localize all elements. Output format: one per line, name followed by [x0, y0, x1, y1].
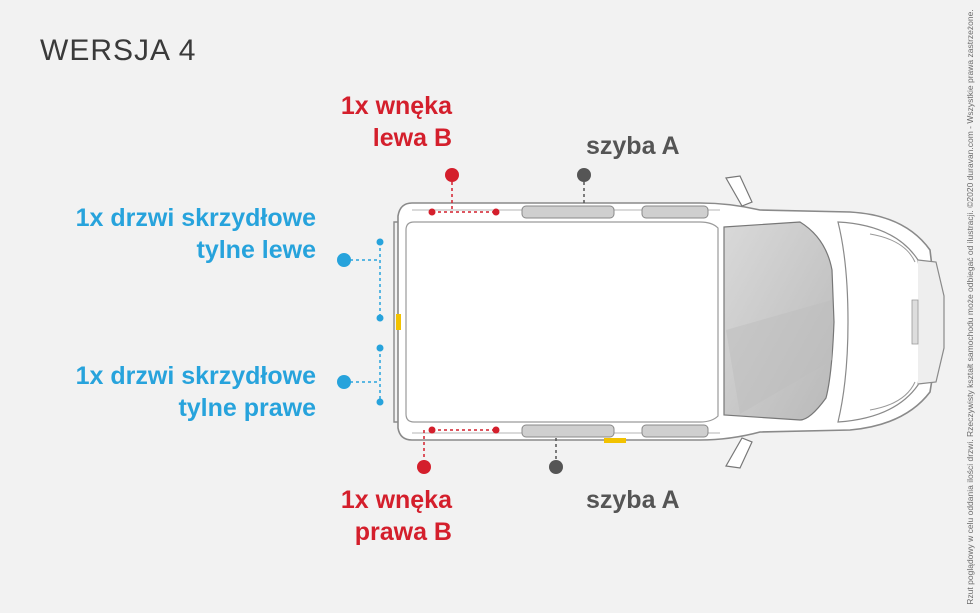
rear-handle: [396, 314, 401, 330]
mirror-right: [725, 437, 753, 469]
label-drzwi-prawe-line1: 1x drzwi skrzydłowe: [75, 362, 316, 390]
copyright-text: Rzut poglądowy w celu oddania ilości drz…: [965, 8, 975, 605]
roof-edge: [405, 221, 719, 423]
window-left-front: [641, 205, 709, 219]
label-drzwi-lewe-line1: 1x drzwi skrzydłowe: [75, 204, 316, 232]
label-drzwi-lewe-line2: tylne lewe: [196, 236, 317, 264]
label-szyba-bottom: szyba A: [586, 486, 680, 514]
marker-szyba-bottom: [549, 438, 563, 474]
label-drzwi-prawe: 1x drzwi skrzydłowe tylne prawe: [40, 360, 316, 424]
hood: [837, 221, 925, 423]
label-wneka-lewa-line1: 1x wnęka: [340, 92, 452, 120]
window-right-front: [641, 424, 709, 438]
window-left-rear: [521, 205, 615, 219]
mirror-left: [725, 175, 753, 207]
rear-bumper: [393, 221, 398, 423]
label-wneka-prawa-line2: prawa B: [354, 518, 452, 546]
label-wneka-lewa-line2: lewa B: [372, 124, 452, 152]
label-szyba-top: szyba A: [586, 132, 680, 160]
page-title: WERSJA 4: [40, 34, 197, 67]
label-wneka-prawa: 1x wnęka prawa B: [300, 484, 452, 548]
marker-szyba-top: [577, 168, 591, 205]
marker-wneka-prawa: [417, 426, 500, 474]
label-drzwi-lewe: 1x drzwi skrzydłowe tylne lewe: [40, 202, 316, 266]
side-handle: [604, 438, 626, 443]
label-wneka-lewa: 1x wnęka lewa B: [300, 90, 452, 154]
label-wneka-prawa-line1: 1x wnęka: [340, 486, 452, 514]
marker-drzwi-prawe: [337, 344, 384, 406]
marker-drzwi-lewe: [337, 238, 384, 322]
copyright-note: Rzut poglądowy w celu oddania ilości drz…: [962, 0, 978, 613]
window-right-rear: [521, 424, 615, 438]
label-drzwi-prawe-line2: tylne prawe: [178, 394, 316, 422]
marker-wneka-lewa: [428, 168, 500, 216]
